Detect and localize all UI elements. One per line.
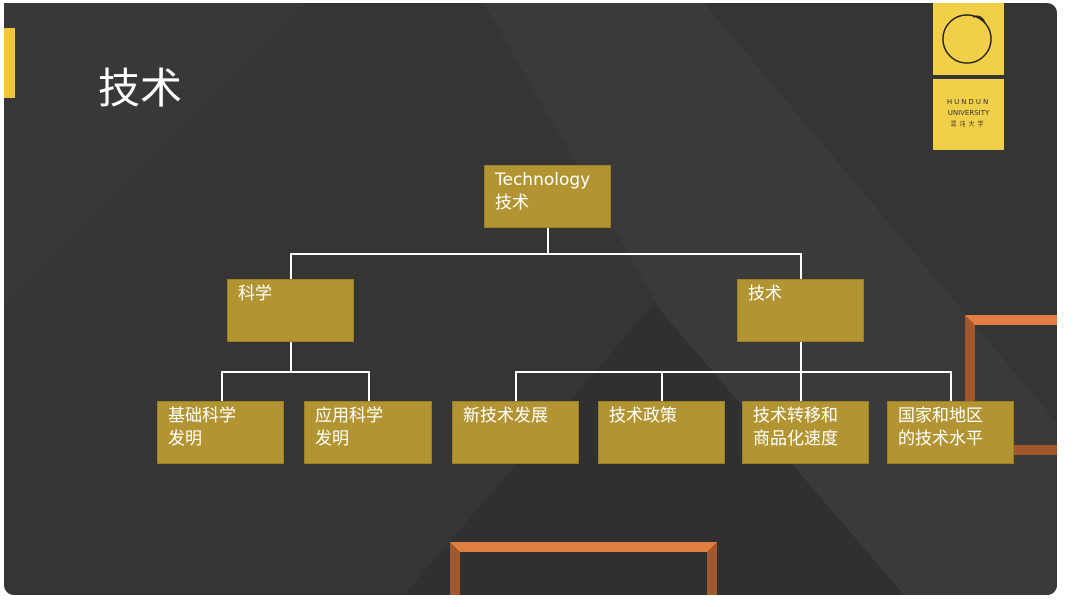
- connector: [368, 371, 370, 401]
- connector: [221, 371, 223, 401]
- logo-mark: [933, 3, 1004, 75]
- org-node-basic-science[interactable]: 基础科学发明: [157, 401, 284, 464]
- connector: [661, 371, 663, 401]
- org-node-applied-science[interactable]: 应用科学发明: [304, 401, 432, 464]
- connector: [290, 342, 292, 372]
- connector: [290, 253, 292, 279]
- connector: [800, 253, 802, 279]
- logo-text: HUNDUN UNIVERSITY 混沌大学: [933, 79, 1004, 150]
- connector: [221, 371, 370, 373]
- org-node-tech[interactable]: 技术: [737, 279, 864, 342]
- page-title: 技术: [98, 64, 183, 113]
- connector: [515, 371, 517, 401]
- accent-bar: [4, 28, 15, 98]
- org-node-science[interactable]: 科学: [227, 279, 354, 342]
- org-node-new-tech[interactable]: 新技术发展: [452, 401, 579, 464]
- connector: [290, 253, 802, 255]
- org-node-national-level[interactable]: 国家和地区的技术水平: [887, 401, 1014, 464]
- org-node-tech-transfer[interactable]: 技术转移和商品化速度: [742, 401, 869, 464]
- connector: [547, 228, 549, 254]
- decor-frame-bottom: [450, 542, 717, 595]
- connector: [515, 371, 952, 373]
- circle-logo-icon: [942, 14, 992, 64]
- org-node-tech-policy[interactable]: 技术政策: [598, 401, 725, 464]
- connector: [950, 371, 952, 401]
